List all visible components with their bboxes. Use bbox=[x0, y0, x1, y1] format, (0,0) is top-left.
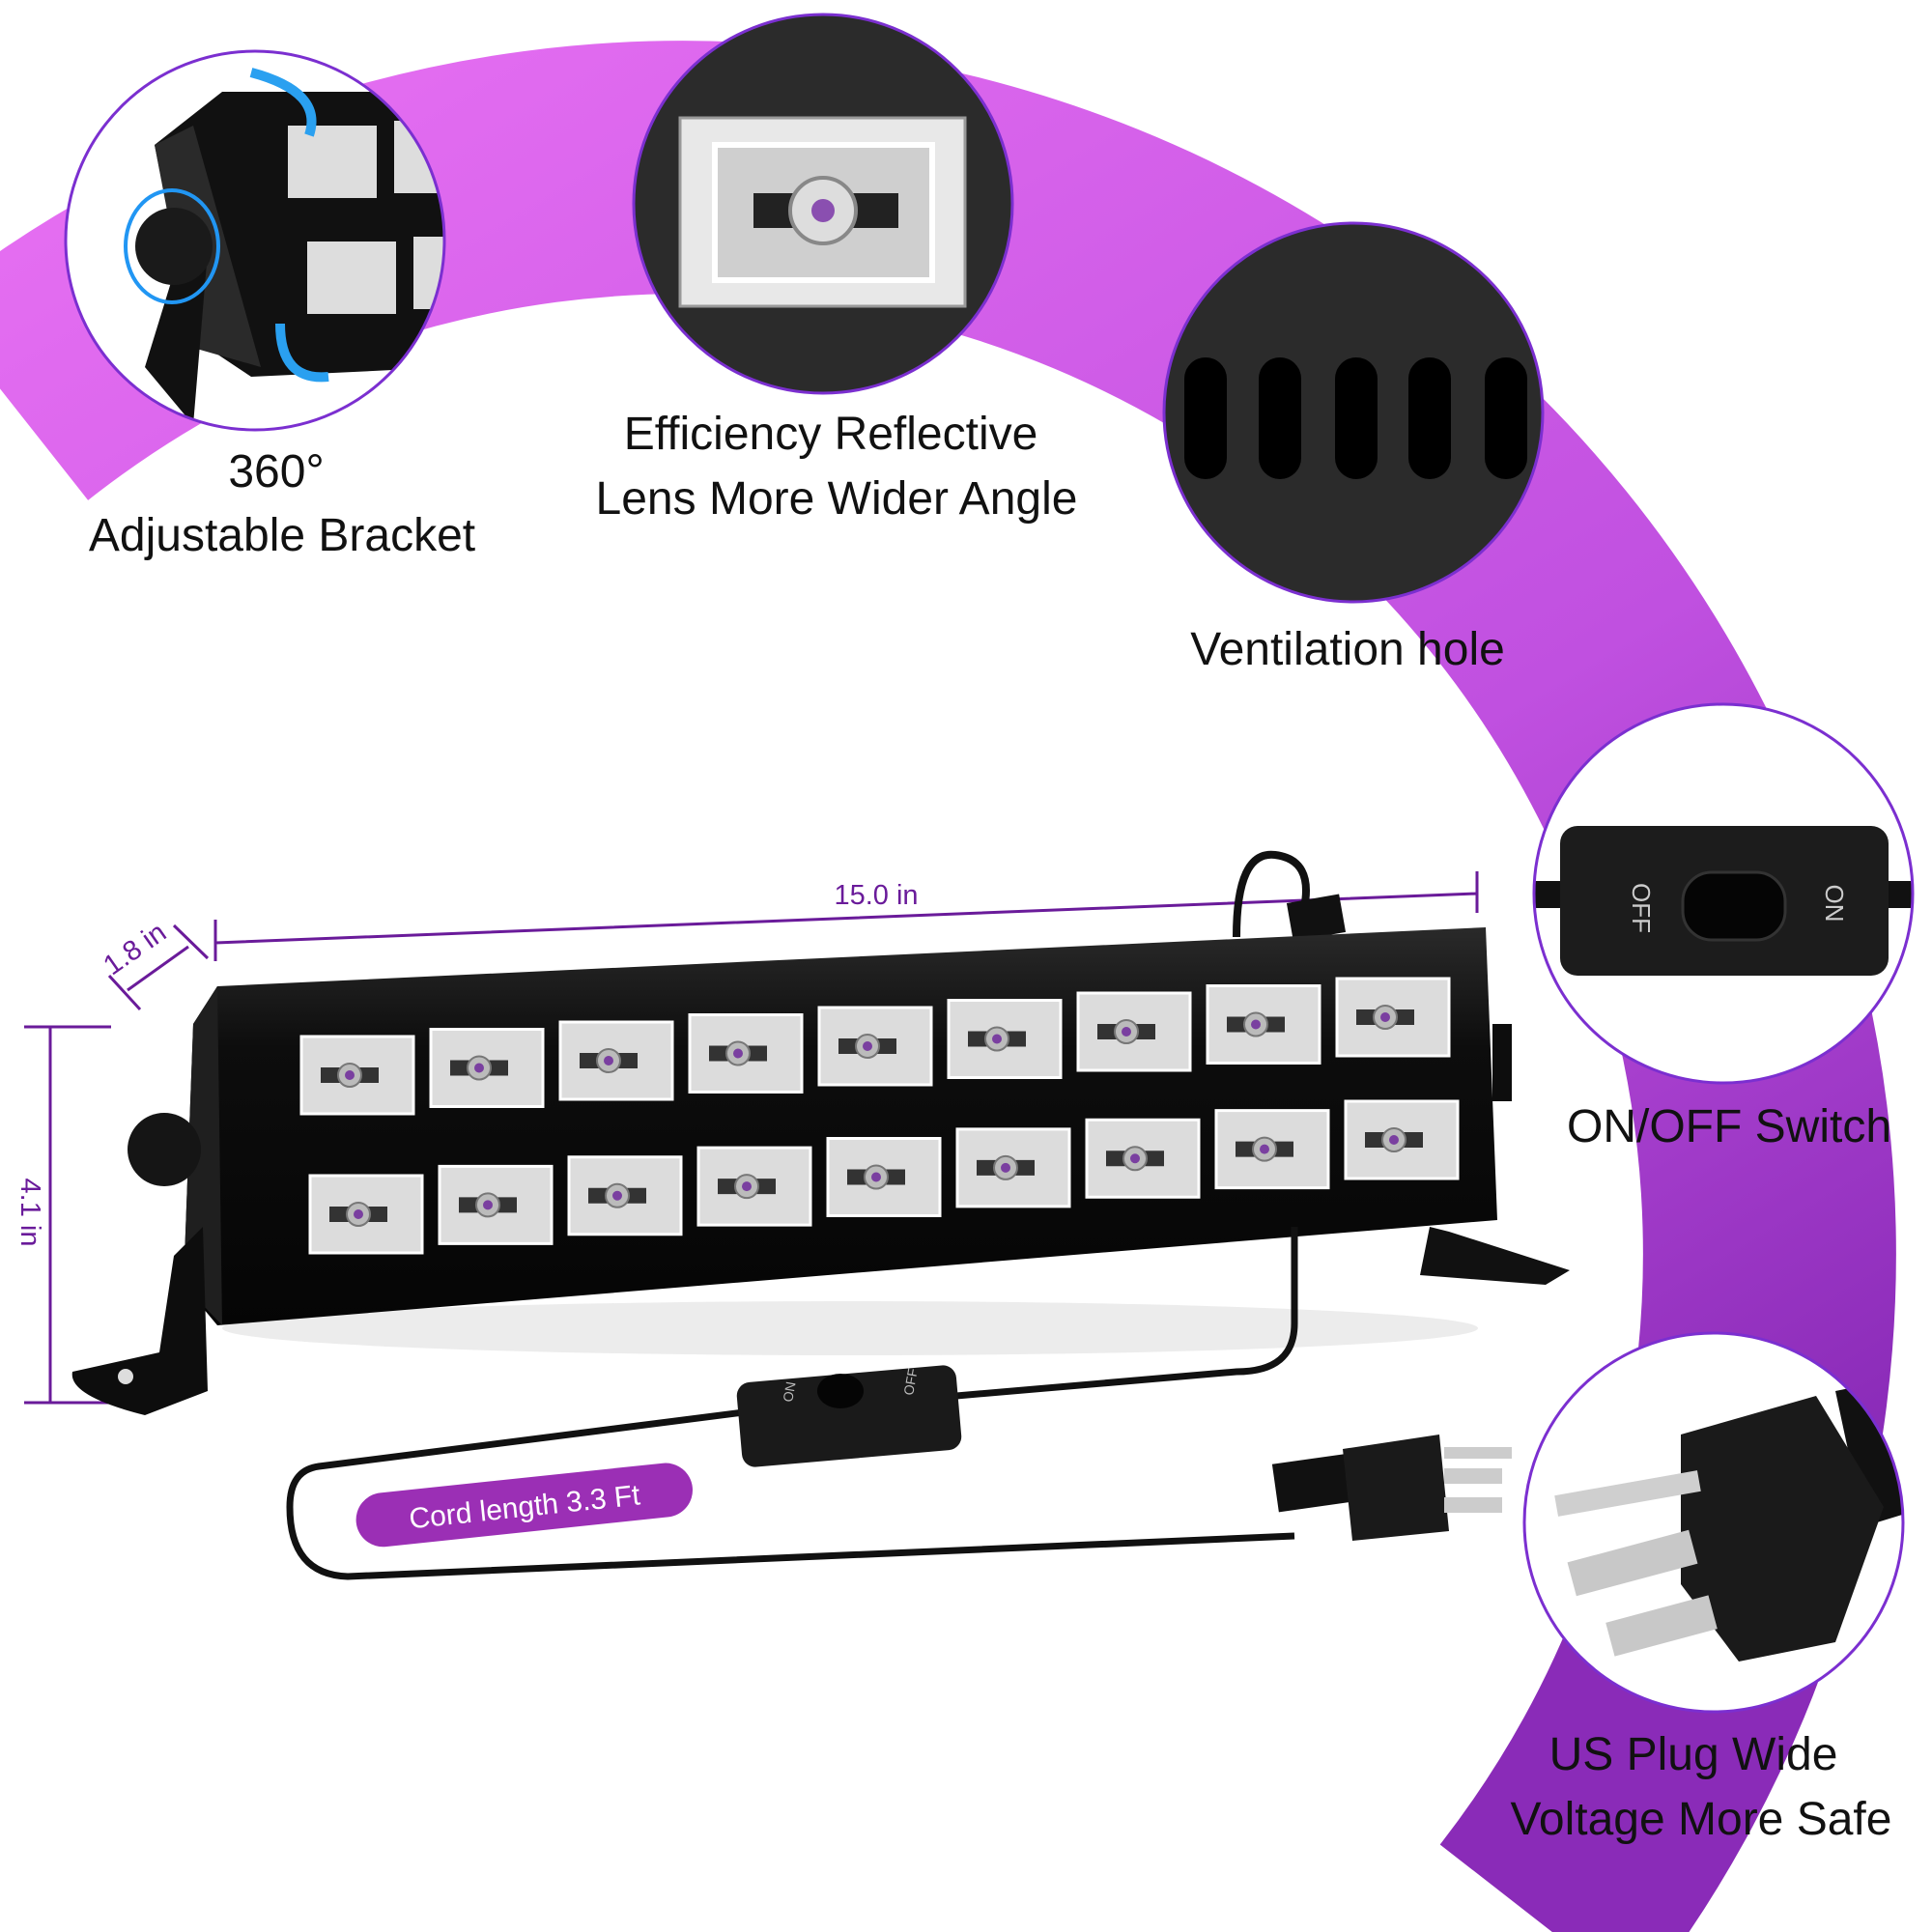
uv-led bbox=[567, 1155, 683, 1236]
height-dimension: 4.1 in bbox=[14, 1025, 111, 1405]
uv-led bbox=[1335, 977, 1451, 1058]
plug-caption-line1: US Plug Wide bbox=[1549, 1729, 1838, 1780]
lens-detail-circle bbox=[632, 13, 1014, 395]
lens-caption-line1: Efficiency Reflective bbox=[624, 409, 1038, 460]
uv-led bbox=[826, 1137, 942, 1217]
inline-switch-off-label: OFF bbox=[900, 1367, 921, 1396]
ventilation-caption: Ventilation hole bbox=[1190, 624, 1505, 675]
led-array bbox=[299, 977, 1460, 1255]
rotate-arrow-icon bbox=[275, 323, 329, 383]
bracket-caption-line1: 360° bbox=[228, 446, 324, 497]
uv-led bbox=[299, 1035, 415, 1116]
depth-label: 1.8 in bbox=[99, 917, 172, 981]
depth-dimension: 1.8 in bbox=[99, 917, 210, 1011]
uv-led bbox=[688, 1013, 804, 1094]
length-label: 15.0 in bbox=[834, 880, 918, 911]
ventilation-detail-circle bbox=[1162, 221, 1545, 604]
uv-led bbox=[558, 1020, 674, 1101]
uv-led bbox=[955, 1127, 1071, 1208]
uv-led bbox=[1206, 984, 1321, 1065]
plug-caption-line2: Voltage More Safe bbox=[1511, 1794, 1892, 1845]
plug-detail-circle bbox=[1522, 1331, 1905, 1714]
height-label: 4.1 in bbox=[14, 1179, 45, 1247]
uv-led bbox=[1214, 1109, 1330, 1190]
uv-led bbox=[1085, 1118, 1201, 1199]
uv-led bbox=[308, 1174, 424, 1255]
uv-led bbox=[696, 1146, 812, 1227]
lens-caption-line2: Lens More Wider Angle bbox=[596, 473, 1078, 525]
uv-led bbox=[1076, 991, 1192, 1072]
uv-light-bar bbox=[71, 850, 1570, 1415]
uv-led bbox=[1344, 1099, 1460, 1180]
uv-led bbox=[429, 1028, 545, 1108]
rotate-arrow-icon bbox=[249, 68, 317, 137]
cord-length-badge: Cord length 3.3 Ft bbox=[355, 1463, 693, 1548]
bracket-knob-icon bbox=[128, 1113, 201, 1186]
length-dimension: 15.0 in bbox=[213, 871, 1479, 961]
switch-detail-circle: OFF ON bbox=[1532, 702, 1915, 1085]
uv-led bbox=[817, 1006, 933, 1087]
inline-switch: ON OFF bbox=[736, 1365, 962, 1467]
us-plug bbox=[1271, 1435, 1512, 1541]
bracket-caption-line2: Adjustable Bracket bbox=[89, 510, 475, 561]
uv-led bbox=[947, 999, 1063, 1079]
uv-led bbox=[438, 1164, 554, 1245]
switch-off-label: OFF bbox=[1627, 883, 1656, 933]
bracket-detail-circle bbox=[64, 49, 446, 432]
switch-on-label: ON bbox=[1820, 885, 1849, 923]
inline-switch-on-label: ON bbox=[780, 1380, 798, 1403]
switch-caption: ON/OFF Switch bbox=[1567, 1101, 1891, 1152]
